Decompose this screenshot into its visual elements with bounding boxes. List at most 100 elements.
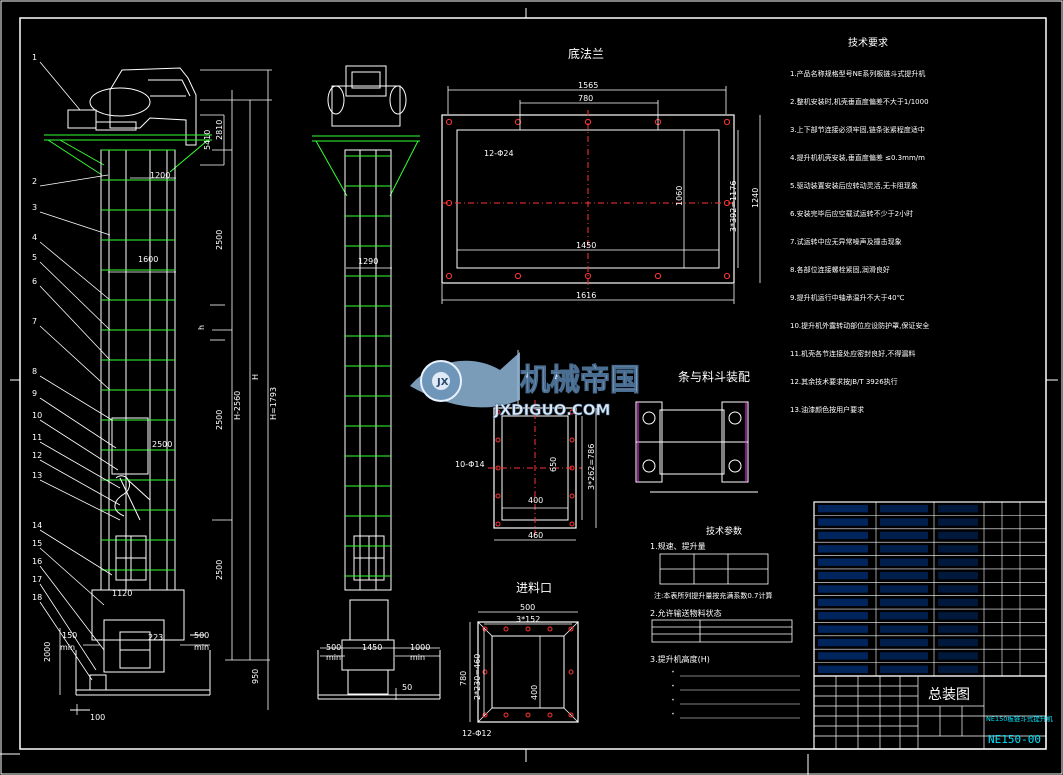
bom-cell-code (818, 518, 868, 526)
dim-h-total: H=1793 (269, 387, 278, 420)
part-number: 14 (32, 521, 42, 530)
dim-100: 100 (90, 713, 105, 722)
inlet-diagonals (477, 621, 579, 723)
part-leader (39, 583, 97, 671)
inlet-dims (469, 611, 578, 722)
flange-hole (445, 118, 453, 126)
flange-hole (723, 118, 731, 126)
inlet-inner (491, 635, 565, 709)
dim-min-l: min (60, 643, 75, 652)
side-segments (345, 155, 391, 577)
tech-req-title: 技术要求 (848, 36, 888, 49)
part-number: 7 (32, 317, 37, 326)
part-leader (39, 479, 121, 521)
bom-cell-name (880, 558, 928, 566)
chain-hole (495, 409, 501, 415)
flange-hole (445, 272, 453, 280)
side-dim-500: 500 (326, 643, 341, 652)
chain-hole (495, 437, 501, 443)
part-number: 17 (32, 575, 42, 584)
chain-hole (569, 409, 575, 415)
title-block: 总装图 NE150-00 NE150板链斗式提升机 (813, 675, 1053, 750)
flange-hole (723, 199, 731, 207)
dim-1120: 1120 (112, 589, 132, 598)
side-dim-min-r: min (410, 653, 425, 662)
frame-ticks (10, 8, 1058, 762)
part-number: 5 (32, 253, 37, 262)
chain-hole (495, 493, 501, 499)
bom-cell-spec (938, 585, 978, 593)
bom-cell-code (818, 598, 868, 607)
chain-dim-side: 3*262=786 (587, 444, 596, 490)
flange-hole (514, 272, 522, 280)
bom-cell-spec (938, 558, 978, 566)
chain-bucket-title: 条与料斗装配 (678, 370, 750, 384)
tech-row-mark: · (672, 669, 674, 676)
part-number: 10 (32, 411, 42, 420)
bom-cell-code (818, 652, 868, 660)
part-leader (39, 565, 105, 651)
bom-cell-name (880, 638, 928, 647)
tech-req-line: 2.整机安装时,机壳垂直度偏差不大于1/1000 (790, 97, 929, 106)
bom-cell-code (818, 665, 868, 673)
chain-links (637, 402, 747, 482)
inlet-dim-400: 400 (530, 685, 539, 700)
bom-cell-name (880, 505, 928, 513)
bom-cell-spec (938, 545, 978, 553)
inlet-dim-3x152: 3*152 (516, 615, 540, 624)
tech-row-mark: · (672, 697, 674, 704)
inlet-hole (568, 669, 574, 675)
part-number: 18 (32, 593, 42, 602)
title-grid (814, 676, 1046, 749)
bom-cell-code (818, 505, 868, 513)
bom-cell-spec (938, 625, 978, 633)
flange-hole (654, 272, 662, 280)
tech-req-lines: 1.产品名称规格型号NE系列板链斗式提升机2.整机安装时,机壳垂直度偏差不大于1… (790, 69, 929, 414)
dim-h-mark: h (197, 325, 206, 330)
flange-hole (445, 199, 453, 207)
dim-2000: 2000 (43, 642, 52, 662)
side-dim-min-l: min (326, 653, 341, 662)
side-platform (312, 135, 420, 197)
flange-holes (445, 118, 731, 280)
dim-1600: 1600 (138, 255, 158, 264)
chain-dim-400: 400 (528, 496, 543, 505)
tech-row-mark: · (672, 711, 674, 718)
bom-cell-name (880, 531, 928, 540)
flange-dim-1565: 1565 (578, 81, 598, 90)
bom-cell-spec (938, 652, 978, 660)
dim-h: H (251, 374, 260, 380)
watermark-en: JXDIGUO.COM (493, 401, 610, 419)
flange-dims (441, 86, 761, 304)
part-leader (39, 325, 111, 391)
part-leader (39, 211, 111, 236)
casing (100, 149, 176, 591)
tech-requirements: 技术要求 1.产品名称规格型号NE系列板链斗式提升机2.整机安装时,机壳垂直度偏… (790, 36, 929, 414)
dim-1200: 1200 (150, 171, 170, 180)
tech-req-line: 6.安装完毕后应空载试运转不少于2小时 (790, 209, 913, 218)
part-number: 1 (32, 53, 37, 62)
bom-cell-code (818, 571, 868, 580)
dim-5410: 5410 (203, 130, 212, 150)
part-number: 16 (32, 557, 42, 566)
watermark: JX 机械帝国 JXDIGUO.COM (410, 352, 641, 419)
part-leader (39, 285, 111, 361)
side-dim-1000: 1000 (410, 643, 430, 652)
bucket-assembly (114, 475, 151, 521)
tech-req-line: 13.油漆颜色按用户要求 (790, 405, 864, 414)
inlet-hole (525, 712, 531, 718)
part-leader (39, 419, 119, 471)
head-drive (67, 67, 197, 146)
bom-cell-code (818, 531, 868, 540)
inlet-hole (503, 626, 509, 632)
chain-hole (495, 465, 501, 471)
bom-cell-code (818, 545, 868, 553)
inlet-hole (547, 712, 553, 718)
flange-dim-1060: 1060 (675, 186, 684, 206)
part-leader (39, 61, 81, 111)
inlet-hole (482, 712, 488, 718)
bom-cell-spec (938, 598, 978, 607)
